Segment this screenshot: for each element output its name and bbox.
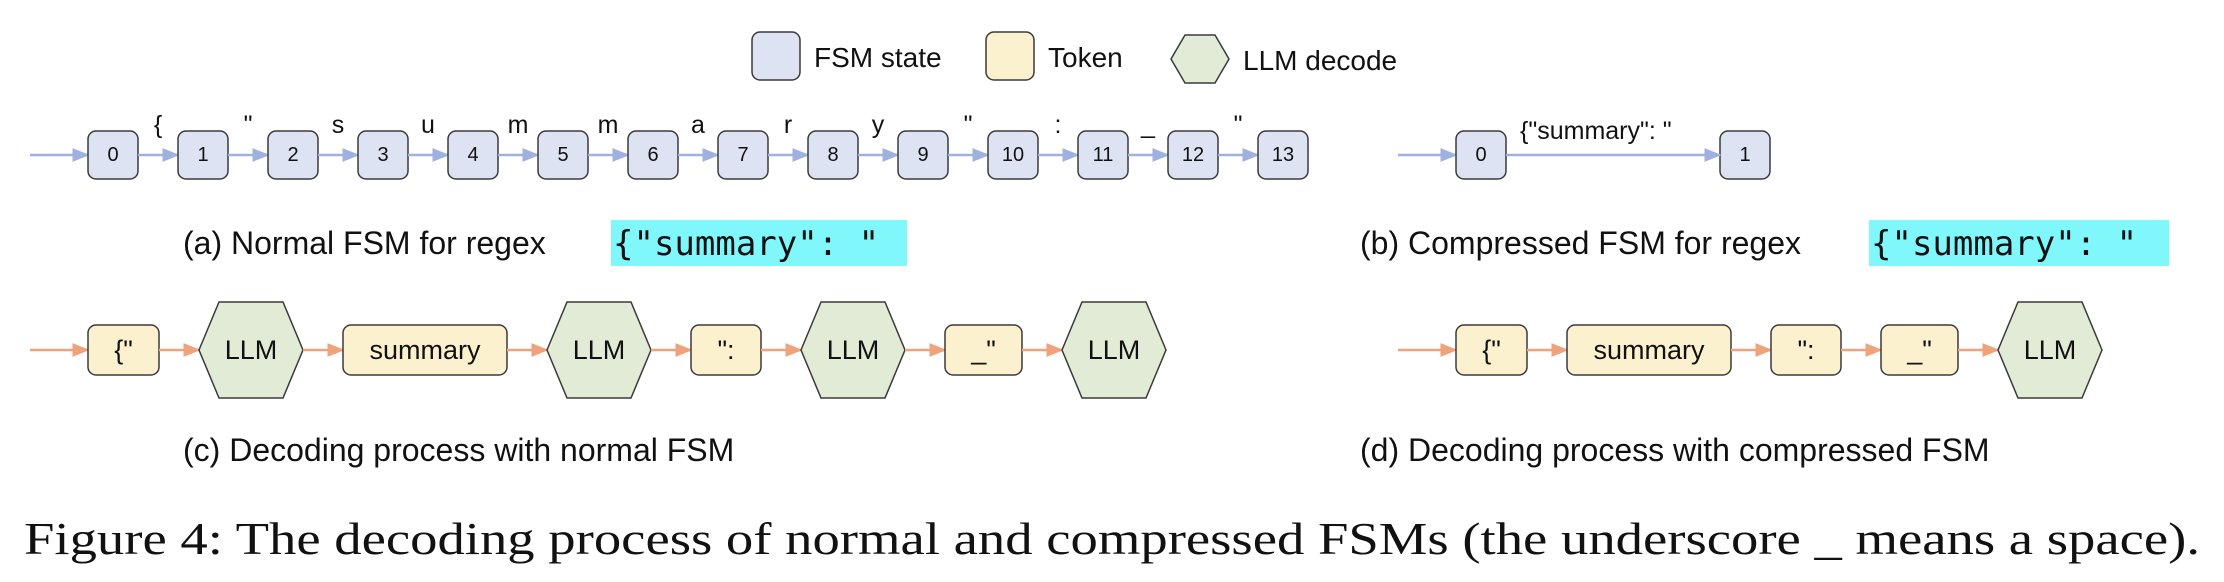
token-label: summary [369,335,481,365]
fsm-transition-label: r [784,111,792,139]
panel-a-normal-fsm: 0 {1 " 2 s 3 u 4 m 5 m 6 a 7 r 8 y 9 " 10: 11 _ 12 " 13 [30,111,1309,180]
fsm-state [1257,130,1309,180]
fsm-state-label: 1 [1739,144,1750,166]
fsm-transition-label: u [421,111,435,139]
fsm-state-label: 10 [1002,144,1024,166]
legend-fsm-state-label: FSM state [814,42,942,73]
token-label: _" [1906,335,1932,365]
panel-b-compressed-fsm: 0 1 {"summary": " [1398,117,1771,180]
fsm-state-label: 12 [1182,144,1204,166]
fsm-state-label: 6 [647,144,658,166]
legend-llm-decode-label: LLM decode [1243,45,1397,76]
llm-decode-label: LLM [1088,335,1141,365]
fsm-state-label: 7 [737,144,748,166]
llm-decode-label: LLM [827,335,880,365]
panel-a-regex: {"summary": " [613,224,879,264]
fsm-state-label: 8 [827,144,838,166]
panel-b-regex-highlight [1869,220,2169,266]
token-label: {" [114,335,133,365]
llm-decode-hexagon [1997,301,2103,399]
fsm-state-label: 4 [467,144,478,166]
fsm-transition-label: : [1055,111,1062,139]
fsm-transition-label: y [872,111,885,139]
fsm-state-label: 0 [107,144,118,166]
fsm-transition-label: " [1234,111,1243,139]
token-label: {" [1482,335,1501,365]
panel-b-regex: {"summary": " [1871,224,2137,264]
fsm-state-label: 11 [1093,144,1114,166]
figure-caption: Figure 4: The decoding process of normal… [24,513,2200,564]
legend-fsm-state-swatch [751,31,801,81]
fsm-state-label: 1 [197,144,208,166]
panel-b-caption: (b) Compressed FSM for regex {"summary":… [1360,220,2169,266]
llm-decode-hexagon [1061,301,1167,399]
legend-token-swatch [985,31,1035,81]
fsm-transition-label: { [154,111,162,139]
panel-c-normal-decoding: {" LLM summary LLM ": LLM _" LLM [30,301,1167,399]
legend-token-label: Token [1048,42,1123,73]
token-label: ": [717,335,734,365]
panel-c-caption: (c) Decoding process with normal FSM [183,432,734,468]
legend-llm-decode-swatch [1170,34,1230,84]
panel-d-compressed-decoding: {" summary ": _" LLM [1398,301,2103,399]
fsm-state-label: 3 [377,144,388,166]
token-label: ": [1797,335,1814,365]
fsm-transition-label: m [598,111,619,139]
panel-a-caption: (a) Normal FSM for regex {"summary": " [183,220,907,266]
fsm-state-label: 0 [1475,144,1486,166]
fsm-state-label: 13 [1272,144,1294,166]
fsm-transition-label: {"summary": " [1520,117,1672,145]
panel-a-regex-highlight [611,220,907,266]
token-label: _" [970,335,996,365]
fsm-transition-label: " [244,111,253,139]
fsm-transition-label: " [964,111,973,139]
panel-a-caption-text: (a) Normal FSM for regex [183,225,546,261]
fsm-transition-label: m [508,111,529,139]
token-label: summary [1593,335,1705,365]
llm-decode-label: LLM [573,335,626,365]
llm-decode-label: LLM [2024,335,2077,365]
fsm-transition-label: s [332,111,345,139]
fsm-transition-label: a [691,111,705,139]
panel-d-caption: (d) Decoding process with compressed FSM [1360,432,1990,468]
fsm-state-label: 5 [557,144,568,166]
fsm-state-label: 2 [287,144,298,166]
llm-decode-label: LLM [225,335,278,365]
fsm-transition-label: _ [1140,111,1156,139]
legend: FSM state Token LLM decode [751,31,1397,84]
fsm-state-label: 9 [917,144,928,166]
panel-b-caption-text: (b) Compressed FSM for regex [1360,225,1801,261]
